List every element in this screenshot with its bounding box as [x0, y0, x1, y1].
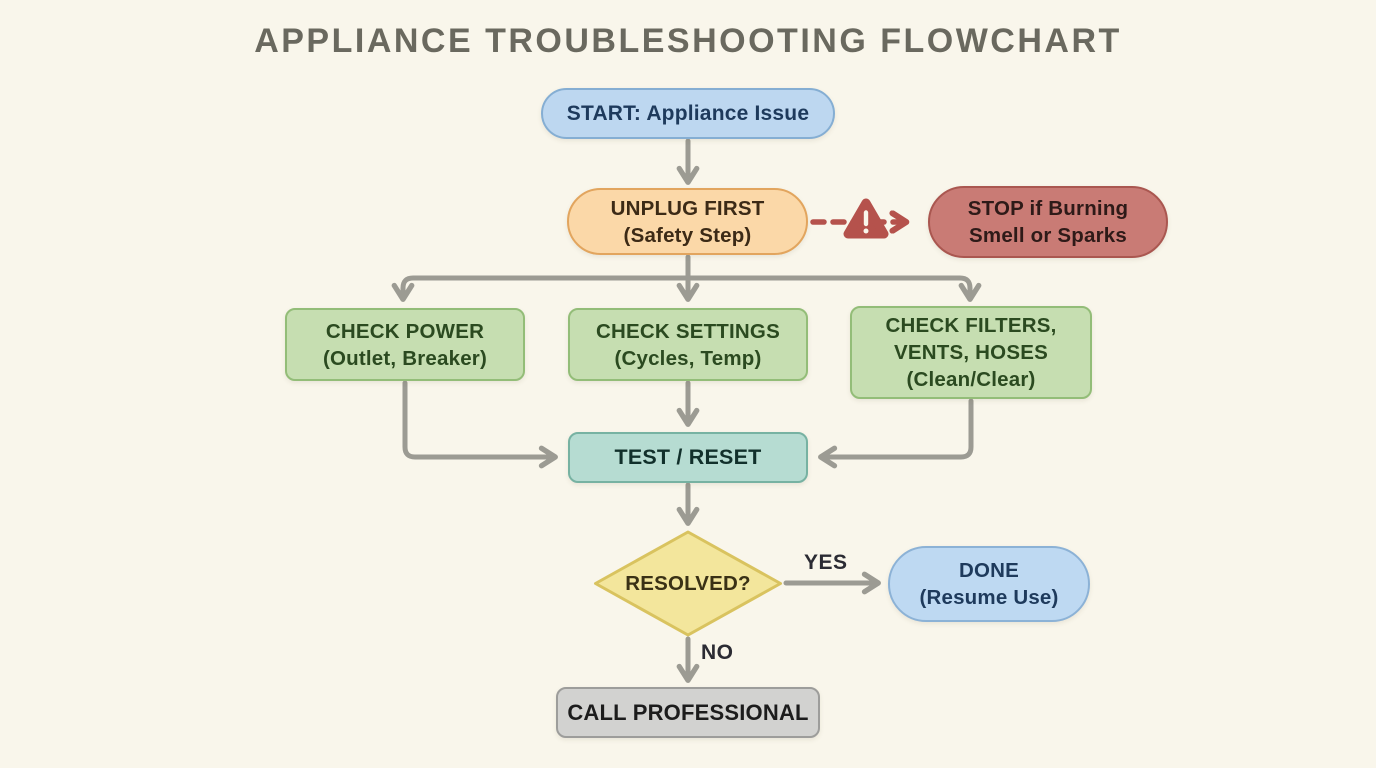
node-check-settings-label: CHECK SETTINGS [596, 319, 780, 343]
node-check-filters-label-2: VENTS, HOSES [894, 341, 1048, 364]
decision-diamond-shape [594, 530, 782, 637]
node-unplug-first-label: UNPLUG FIRST [610, 196, 765, 220]
node-check-settings-sublabel: (Cycles, Temp) [614, 346, 762, 370]
node-check-filters-label-1: CHECK FILTERS, [885, 314, 1057, 337]
node-check-power-sublabel: (Outlet, Breaker) [322, 346, 488, 370]
page-title: APPLIANCE TROUBLESHOOTING FLOWCHART [254, 22, 1122, 60]
node-check-settings: CHECK SETTINGS (Cycles, Temp) [568, 308, 808, 381]
arrow-branch-tee [391, 275, 982, 302]
node-unplug-first: UNPLUG FIRST (Safety Step) [567, 188, 808, 255]
node-stop-warning-label: STOP if Burning [967, 197, 1129, 220]
warning-triangle-icon [843, 198, 889, 239]
node-stop-warning-sublabel: Smell or Sparks [969, 224, 1127, 247]
node-check-power-label: CHECK POWER [325, 319, 485, 343]
node-start-label: START: Appliance Issue [566, 102, 810, 125]
arrow-check-filters-to-test [818, 398, 974, 469]
node-resolved-decision: RESOLVED? [593, 530, 783, 637]
node-check-filters-sublabel: (Clean/Clear) [906, 368, 1036, 391]
node-test-reset: TEST / RESET [568, 432, 808, 483]
arrow-check-power-to-test [402, 380, 558, 469]
node-check-filters: CHECK FILTERS, VENTS, HOSES (Clean/Clear… [850, 306, 1092, 399]
node-stop-warning: STOP if Burning Smell or Sparks [928, 186, 1168, 258]
edge-label-no: NO [701, 641, 734, 664]
node-start: START: Appliance Issue [541, 88, 835, 139]
node-call-professional-label: CALL PROFESSIONAL [567, 700, 809, 725]
node-done-label: DONE [958, 559, 1020, 582]
node-done-sublabel: (Resume Use) [919, 586, 1059, 609]
edge-label-yes: YES [804, 551, 848, 574]
node-unplug-first-sublabel: (Safety Step) [623, 223, 752, 247]
node-call-professional: CALL PROFESSIONAL [556, 687, 820, 738]
node-done: DONE (Resume Use) [888, 546, 1090, 622]
node-check-power: CHECK POWER (Outlet, Breaker) [285, 308, 525, 381]
node-test-reset-label: TEST / RESET [614, 445, 762, 469]
node-resolved-label: RESOLVED? [625, 572, 751, 595]
